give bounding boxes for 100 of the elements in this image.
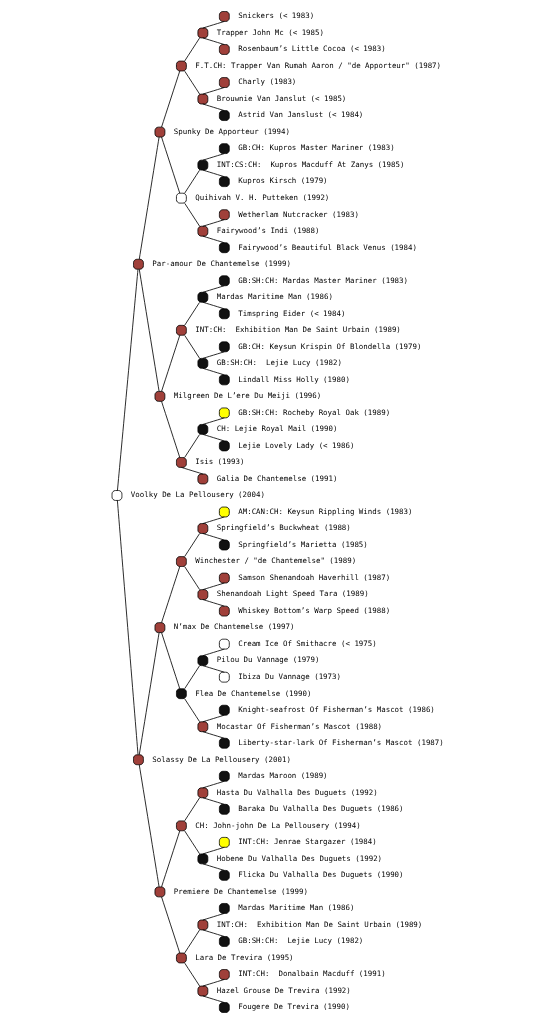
node-label: Snickers (< 1983) <box>237 11 314 21</box>
connector <box>201 912 225 921</box>
node-label: CH: John-john De La Pellousery (1994) <box>194 820 361 830</box>
connector <box>201 235 225 244</box>
node-label: Voolky De La Pellousery (2004) <box>130 490 265 500</box>
node-label: Galia De Chantemelse (1991) <box>216 473 337 483</box>
node-label: Mardas Maritime Man (1986) <box>216 292 333 302</box>
connector <box>183 962 200 987</box>
node-label: INT:CS:CH: Kupros Macduff At Zanys (1985) <box>216 159 404 169</box>
node-label: Hobene Du Valhalla Des Duguets (1992) <box>216 853 382 863</box>
node-label: GB:SH:CH: Mardas Master Mariner (1983) <box>237 275 408 285</box>
node-label: Shenandoah Light Speed Tara (1989) <box>216 589 369 599</box>
connector <box>201 648 225 657</box>
connector <box>201 417 225 425</box>
node-label: GB:SH:CH: Lejie Lucy (1982) <box>237 936 363 946</box>
connector <box>183 929 200 954</box>
node-label: Timspring Eider (< 1984) <box>237 308 345 318</box>
connector <box>201 219 225 227</box>
connector <box>201 797 225 805</box>
node-label: GB:SH:CH: Lejie Lucy (1982) <box>216 358 342 368</box>
connector <box>183 37 200 62</box>
node-label: Mocastar Of Fisherman’s Mascot (1988) <box>216 721 382 731</box>
connector <box>201 367 225 376</box>
node-label: Rosenbaum’s Little Cocoa (< 1983) <box>237 44 386 54</box>
node-label: Charly (1983) <box>237 77 296 87</box>
connector <box>183 70 200 95</box>
connector <box>201 714 225 723</box>
connector <box>138 764 159 888</box>
connector <box>201 153 225 161</box>
node-label: Flea De Chantemelse (1990) <box>194 688 311 698</box>
connector <box>138 136 159 260</box>
node-label: F.T.CH: Trapper Van Rumah Aaron / "de Apporteur" (1987) <box>194 60 441 70</box>
node-label: INT:CH: Donalbain Macduff (1991) <box>237 969 386 979</box>
node-label: Brouwnie Van Janslut (< 1985) <box>216 93 346 103</box>
connector <box>183 202 200 227</box>
node-label: Hazel Grouse De Trevira (1992) <box>216 985 351 995</box>
connector <box>160 896 180 954</box>
connector <box>201 433 225 442</box>
connector <box>138 632 159 756</box>
node-label: Mardas Maritime Man (1986) <box>237 903 354 913</box>
connector <box>160 400 180 458</box>
node-label: Winchester / "de Chantemelse" (1989) <box>194 556 356 566</box>
connector <box>201 103 225 112</box>
node-label: Lejie Lovely Lady (< 1986) <box>237 440 354 450</box>
connector <box>201 846 225 855</box>
node-label: GB:CH: Kupros Master Mariner (1983) <box>237 143 395 153</box>
connector <box>201 169 225 178</box>
node-label: Liberty-star-lark Of Fisherman’s Mascot (1987) <box>237 738 444 748</box>
connector <box>160 566 180 623</box>
connector <box>201 599 225 607</box>
node-label: Pilou Du Vannage (1979) <box>216 655 320 665</box>
node-label: Fairywood’s Indi (1988) <box>216 226 320 236</box>
node-label: GB:CH: Keysun Krispin Of Blondella (1979) <box>237 341 421 351</box>
node-label: Kupros Kirsch (1979) <box>237 176 328 186</box>
connector <box>183 797 200 822</box>
node-label: Quihivah V. H. Putteken (1992) <box>194 192 329 202</box>
connector <box>201 533 225 541</box>
connector <box>201 979 225 987</box>
node-label: Springfield’s Buckwheat (1988) <box>216 523 351 533</box>
connector <box>201 582 225 591</box>
node-label: Premiere De Chantemelse (1999) <box>173 886 308 896</box>
connector <box>201 863 225 871</box>
node-label: INT:CH: Exhibition Man De Saint Urbain (1989) <box>216 919 422 929</box>
connector <box>201 301 225 310</box>
node-label: Flicka Du Valhalla Des Duguets (1990) <box>237 870 404 880</box>
node-label: Lara De Trevira (1995) <box>194 952 294 962</box>
node-label: Springfield’s Marietta (1985) <box>237 539 368 549</box>
node-label: INT:CH: Exhibition Man De Saint Urbain (1989) <box>194 325 401 335</box>
node-label: Solassy De La Pellousery (2001) <box>151 754 291 764</box>
node-label: GB:SH:CH: Rocheby Royal Oak (1989) <box>237 407 390 417</box>
node-label: Lindall Miss Holly (1980) <box>237 374 350 384</box>
connector <box>183 169 200 194</box>
connector <box>183 566 200 590</box>
connector <box>201 516 225 524</box>
node-label: Trapper John Mc (< 1985) <box>216 27 324 37</box>
connector <box>160 334 180 392</box>
node-label: Spunky De Apporteur (1994) <box>173 126 290 136</box>
node-label: Whiskey Bottom’s Warp Speed (1988) <box>237 605 390 615</box>
connector <box>201 995 225 1003</box>
connector <box>201 665 225 673</box>
connector <box>201 21 225 29</box>
node-label: Mardas Maroon (1989) <box>237 771 328 781</box>
node-label: N’max De Chantemelse (1997) <box>173 622 294 632</box>
node-label: Samson Shenandoah Haverhill (1987) <box>237 572 390 582</box>
node-label: AM:CAN:CH: Keysun Rippling Winds (1983) <box>237 506 412 516</box>
connector <box>180 467 203 475</box>
connector <box>183 830 200 855</box>
connector <box>138 268 159 392</box>
connector <box>201 780 225 789</box>
node-label: Milgreen De L’ere Du Meiji (1996) <box>173 391 321 401</box>
connector <box>201 37 225 45</box>
connector <box>183 302 200 326</box>
node-label: Fougere De Trevira (1990) <box>237 1002 350 1012</box>
connector <box>201 929 225 937</box>
connector <box>183 434 200 458</box>
connector <box>160 830 180 888</box>
connector <box>160 136 180 194</box>
node-label: Astrid Van Janslust (< 1984) <box>237 110 363 120</box>
connector <box>183 698 200 723</box>
node-label: Knight-seafrost Of Fisherman’s Mascot (1986) <box>237 705 435 715</box>
